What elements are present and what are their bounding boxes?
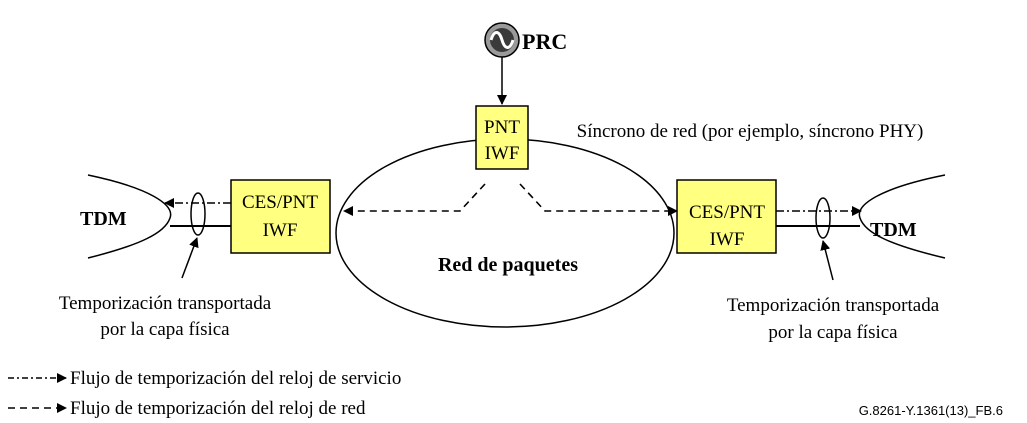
left-iwf-line2: IWF [263, 220, 298, 241]
right-iwf-line2: IWF [710, 229, 745, 250]
legend: Flujo de temporización del reloj de serv… [8, 368, 401, 419]
right-timing-ellipse [815, 197, 831, 239]
pnt-iwf-line1: PNT [484, 117, 520, 138]
left-iwf-line1: CES/PNT [242, 192, 318, 213]
packet-network-label: Red de paquetes [438, 254, 578, 276]
left-timing-caption-line1: Temporización transportada [59, 293, 272, 314]
right-ces-pnt-iwf-box: CES/PNT IWF [676, 179, 777, 254]
left-ces-pnt-iwf-box: CES/PNT IWF [230, 179, 331, 254]
sync-note: Síncrono de red (por ejemplo, síncrono P… [577, 121, 924, 142]
left-timing-caption-line2: por la capa física [100, 319, 230, 340]
network-timing-flow-right [519, 183, 678, 216]
legend-network-label: Flujo de temporización del reloj de red [70, 398, 366, 419]
right-timing-caption-line1: Temporización transportada [727, 295, 940, 316]
right-timing-pointer [820, 240, 834, 281]
left-timing-pointer [181, 237, 199, 279]
left-timing-ellipse [190, 192, 206, 236]
right-iwf-line1: CES/PNT [689, 202, 765, 223]
right-timing-caption-line2: por la capa física [768, 322, 898, 343]
figure-id: G.8261-Y.1361(13)_FB.6 [859, 403, 1003, 418]
legend-service-label: Flujo de temporización del reloj de serv… [70, 368, 401, 389]
right-tdm-label: TDM [870, 219, 917, 241]
prc-label: PRC [522, 29, 567, 54]
pnt-iwf-box: PNT IWF [475, 105, 529, 170]
network-timing-flow-left [343, 183, 486, 216]
left-tdm-domain: TDM [80, 174, 231, 279]
right-tdm-domain: TDM [776, 174, 946, 281]
left-tdm-label: TDM [80, 208, 127, 230]
prc-clock: PRC [484, 22, 567, 58]
pnt-iwf-line2: IWF [485, 143, 520, 164]
